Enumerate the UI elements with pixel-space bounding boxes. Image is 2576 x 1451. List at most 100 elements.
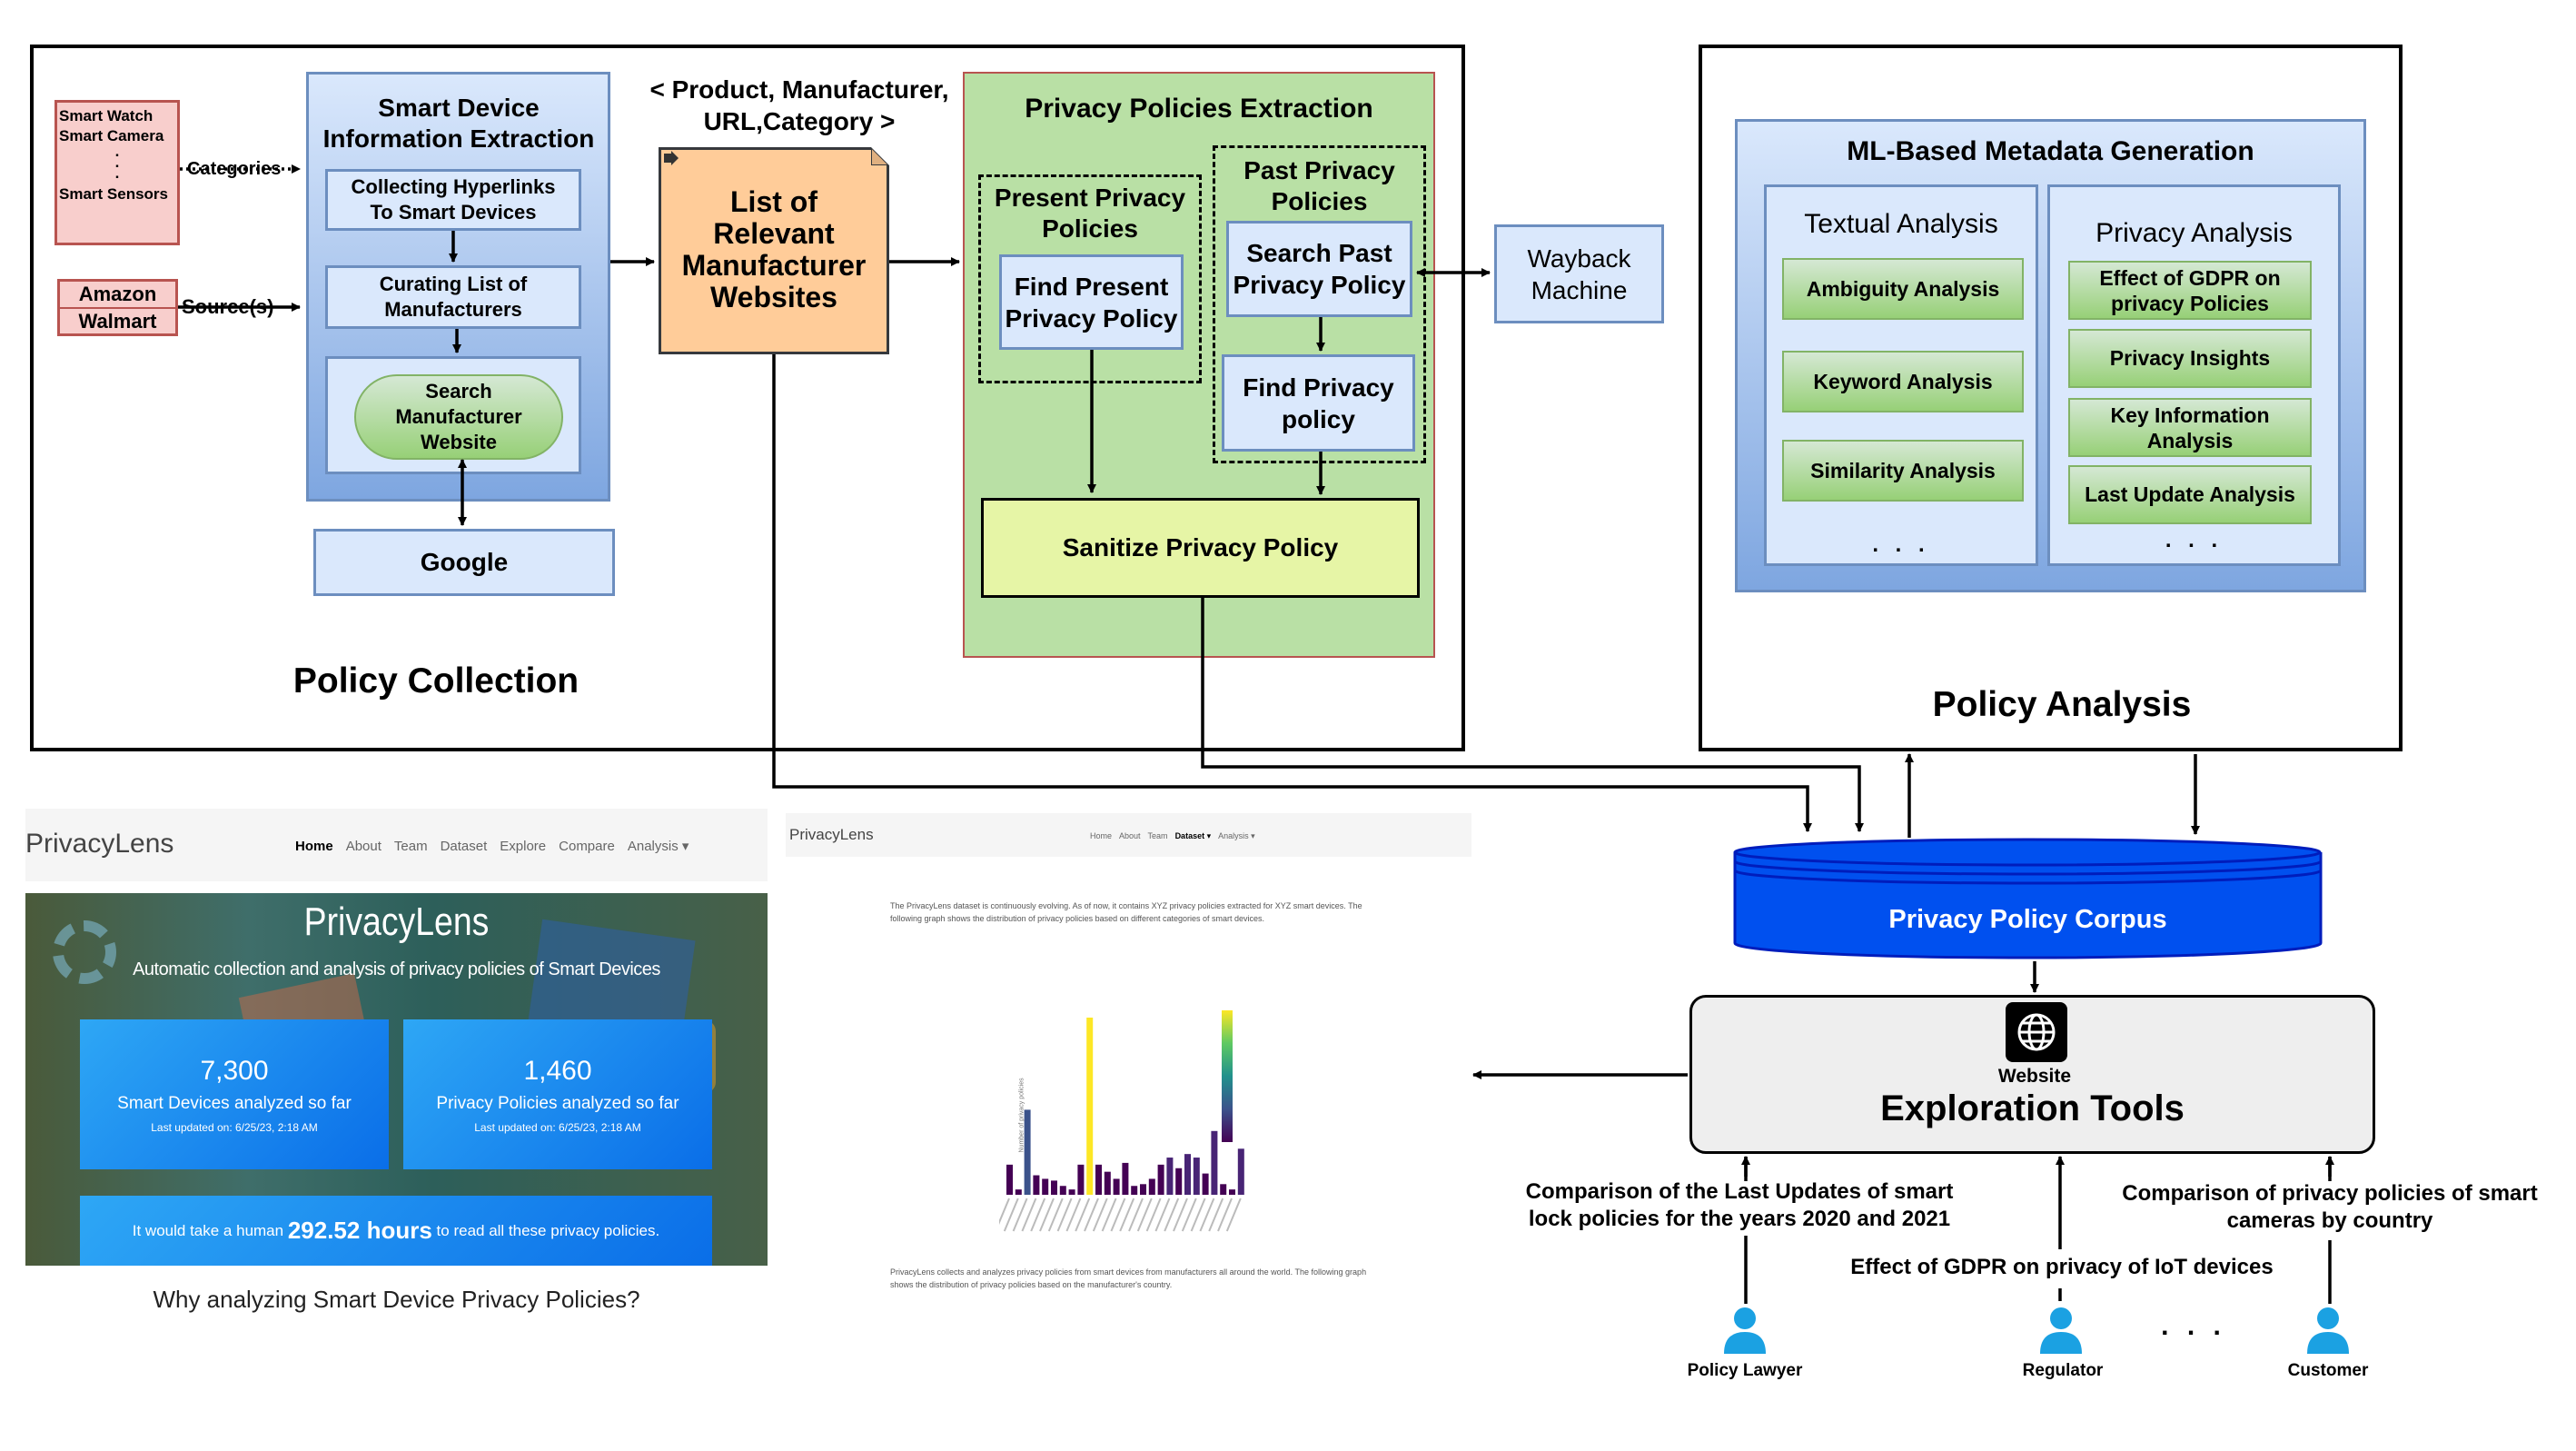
privacy-item: Privacy Insights (2068, 329, 2312, 388)
wayback-machine-box: Wayback Machine (1494, 224, 1664, 323)
nav-about[interactable]: About (345, 839, 381, 854)
sanitize-box: Sanitize Privacy Policy (981, 498, 1420, 598)
chart-tick-label (1190, 1198, 1206, 1232)
textual-ellipsis: . . . (1872, 532, 1930, 557)
dataset-colorbar (1222, 1010, 1233, 1142)
stat-devices-updated: Last updated on: 6/25/23, 2:18 AM (151, 1120, 318, 1134)
chart-tick-label (1110, 1198, 1126, 1232)
chart-tick-label (1164, 1198, 1180, 1232)
chart-bar (1175, 1168, 1183, 1195)
chart-bar (1131, 1186, 1138, 1195)
stat-devices-label: Smart Devices analyzed so far (117, 1093, 352, 1113)
user-icon (1722, 1307, 1768, 1354)
use-case-3: Comparison of privacy policies of smart … (2122, 1181, 2538, 1233)
nav-analysis[interactable]: Analysis ▾ (627, 839, 689, 854)
use-case-2: Effect of GDPR on privacy of IoT devices (1850, 1255, 2274, 1279)
chart-bar (1157, 1164, 1164, 1195)
chart-tick-label (1047, 1198, 1064, 1232)
nav-team[interactable]: Team (393, 839, 428, 854)
chart-tick-label (1084, 1198, 1099, 1232)
chart-bar (1148, 1178, 1155, 1195)
user-label-lawyer: Policy Lawyer (1687, 1361, 1803, 1380)
chart-tick-label (1030, 1198, 1046, 1232)
nav-team[interactable]: Team (1147, 831, 1168, 840)
nav-dataset[interactable]: Dataset (440, 839, 488, 854)
privacy-ellipsis: . . . (2165, 528, 2224, 552)
past-policies-title: Past Privacy Policies (1243, 156, 1395, 215)
stat-policies-value: 1,460 (523, 1055, 592, 1086)
stat-devices-value: 7,300 (200, 1055, 269, 1086)
source-item: Walmart (78, 310, 157, 333)
stat-policies-label: Privacy Policies analyzed so far (436, 1093, 679, 1113)
sources-label: Source(s) (182, 295, 274, 318)
privacy-item: Effect of GDPR on privacy Policies (2068, 261, 2312, 320)
list-websites-label: List of Relevant Manufacturer Websites (681, 185, 867, 313)
dataset-outro: PrivacyLens collects and analyzes privac… (890, 1267, 1367, 1289)
nav-home[interactable]: Home (1090, 831, 1113, 840)
users-ellipsis: . . . (2161, 1311, 2226, 1341)
device-item: . (114, 143, 120, 160)
device-list: Smart Watch Smart Camera . . . Smart Sen… (54, 100, 180, 245)
privacy-item: Last Update Analysis (2068, 465, 2312, 524)
device-item: Smart Camera (59, 127, 164, 144)
home-screenshot-nav: PrivacyLens Home About Team Dataset Explore C… (25, 809, 768, 881)
chart-tick-label (1208, 1198, 1224, 1232)
policy-collection-title: Policy Collection (292, 661, 580, 701)
home-brand[interactable]: PrivacyLens (25, 829, 174, 859)
home-nav-links: Home About Team Dataset Explore Compare Analys… (295, 838, 701, 854)
chart-tick-label (1119, 1198, 1135, 1232)
chart-bar (1184, 1154, 1191, 1195)
website-label: Website (1997, 1066, 2072, 1087)
globe-icon (2006, 1002, 2067, 1062)
chart-tick-label (1136, 1198, 1153, 1232)
chart-bar (1220, 1184, 1227, 1195)
chart-tick-label (1003, 1198, 1019, 1232)
why-heading: Why analyzing Smart Device Privacy Polic… (153, 1285, 640, 1313)
device-item: . (114, 164, 120, 182)
chart-bar (1104, 1171, 1111, 1195)
chart-bar (1095, 1164, 1102, 1195)
search-manufacturer-pill: Search Manufacturer Website (354, 374, 563, 460)
nav-about[interactable]: About (1119, 831, 1141, 840)
chart-tick-label (1092, 1198, 1108, 1232)
corpus-label: Privacy Policy Corpus (1888, 904, 2167, 934)
nav-compare[interactable]: Compare (559, 839, 615, 854)
dataset-brand[interactable]: PrivacyLens (789, 826, 874, 843)
find-privacy-box: Find Privacy policy (1222, 354, 1415, 452)
user-label-regulator: Regulator (2022, 1361, 2104, 1380)
source-item: Amazon (60, 282, 175, 309)
chart-bar (1015, 1189, 1022, 1195)
device-item: . (114, 154, 120, 171)
textual-item: Similarity Analysis (1782, 440, 2024, 502)
nav-dataset[interactable]: Dataset ▾ (1174, 831, 1212, 840)
chart-bar (1059, 1186, 1066, 1195)
user-icon (2038, 1307, 2084, 1354)
chart-tick-label (1021, 1198, 1037, 1232)
document-icon (662, 151, 680, 165)
chart-tick-label (1056, 1198, 1073, 1232)
chart-tick-label (1039, 1198, 1055, 1232)
hero-title: PrivacyLens (303, 899, 490, 944)
search-past-box: Search Past Privacy Policy (1226, 221, 1412, 317)
chart-tick-label (1199, 1198, 1215, 1232)
hours-value: 292.52 hours (287, 1217, 432, 1244)
dataset-bar-chart (995, 1009, 1272, 1254)
chart-tick-label (1075, 1198, 1091, 1232)
chart-tick-label (1128, 1198, 1144, 1232)
stat-policies-card: 1,460 Privacy Policies analyzed so far L… (403, 1019, 712, 1169)
chart-bar (1113, 1178, 1120, 1195)
ml-title: ML-Based Metadata Generation (1847, 136, 2254, 166)
chart-tick-label (995, 1198, 1010, 1232)
hours-suffix: to read all these privacy policies. (436, 1221, 660, 1239)
chart-bar (1086, 1018, 1094, 1195)
dataset-screenshot-nav: PrivacyLens Home About Team Dataset ▾ Analys… (786, 813, 1471, 857)
chart-bar (1166, 1158, 1174, 1195)
present-policies-title: Present Privacy Policies (994, 184, 1186, 243)
nav-analysis[interactable]: Analysis ▾ (1218, 831, 1255, 840)
dataset-ylabel: Number of privacy policies (1018, 1078, 1025, 1153)
nav-explore[interactable]: Explore (500, 839, 547, 854)
policy-analysis-title: Policy Analysis (1932, 685, 2192, 724)
list-websites-document (659, 147, 889, 354)
nav-home[interactable]: Home (295, 839, 333, 854)
chart-tick-label (1145, 1198, 1162, 1232)
